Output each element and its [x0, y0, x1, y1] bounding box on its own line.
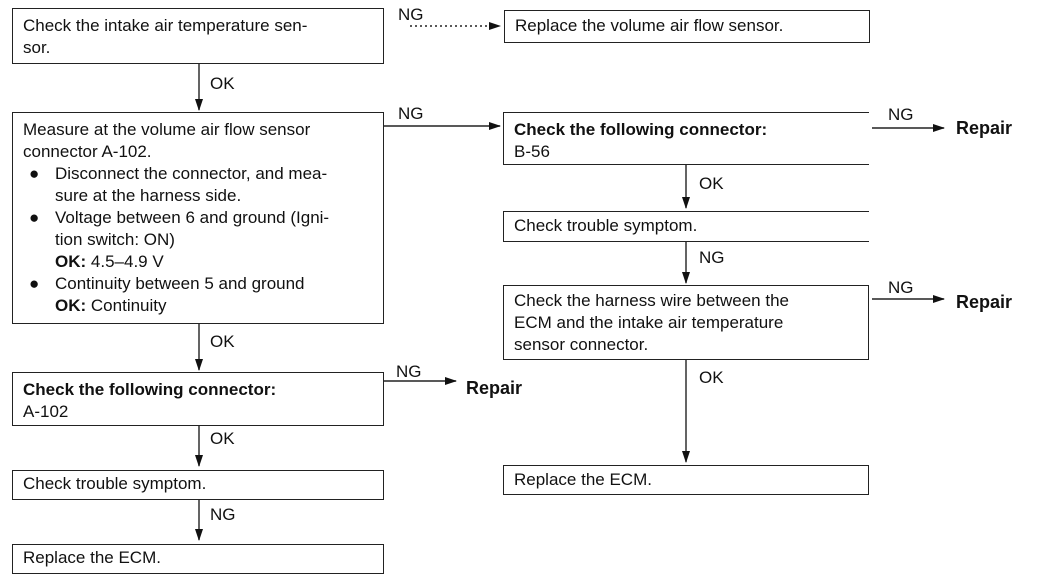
- b4-title: Check the following connector:: [23, 380, 277, 399]
- bullet-icon: ●: [29, 164, 40, 183]
- label-ng-b5: NG: [210, 505, 236, 524]
- b3-bullet-2: ● Voltage between 6 and ground (Igni- ti…: [23, 207, 373, 251]
- repair-b4: Repair: [466, 378, 523, 398]
- box-check-intake-air-temp-sensor: Check the intake air temperature sen- so…: [12, 8, 384, 64]
- label-ok-b7: OK: [699, 174, 724, 193]
- box-check-connector-b56: Check the following connector: B-56: [503, 112, 869, 165]
- box-check-trouble-symptom-right: Check trouble symptom.: [503, 211, 869, 242]
- label-ok-b4: OK: [210, 429, 235, 448]
- b7-sub: B-56: [514, 142, 550, 161]
- label-ok-b3: OK: [210, 332, 235, 351]
- repair-b9: Repair: [956, 292, 1013, 312]
- box-replace-ecm-left: Replace the ECM.: [12, 544, 384, 574]
- b7-title: Check the following connector:: [514, 120, 768, 139]
- b3-line1: Measure at the volume air flow sensor: [23, 120, 311, 139]
- b3-bullet-1-text: Disconnect the connector, and mea- sure …: [55, 164, 328, 205]
- bullet-icon: ●: [29, 208, 40, 227]
- label-ok-b1: OK: [210, 74, 235, 93]
- box-replace-volume-air-flow-sensor: Replace the volume air flow sensor.: [504, 10, 870, 43]
- box-check-connector-a102: Check the following connector: A-102: [12, 372, 384, 426]
- ok-value: 4.5–4.9 V: [90, 252, 164, 271]
- ok-label: OK:: [55, 252, 87, 271]
- b3-bullet-3-text: Continuity between 5 and ground: [55, 274, 305, 293]
- ok-value: Continuity: [90, 296, 167, 315]
- bullet-icon: ●: [29, 274, 40, 293]
- b3-bullet-2-text: Voltage between 6 and ground (Igni- tion…: [55, 208, 330, 249]
- b3-line2: connector A-102.: [23, 142, 152, 161]
- box-measure-volume-air-flow-connector: Measure at the volume air flow sensor co…: [12, 112, 384, 324]
- label-ng-b9: NG: [888, 278, 914, 297]
- box-check-trouble-symptom-left: Check trouble symptom.: [12, 470, 384, 500]
- repair-b7: Repair: [956, 118, 1013, 138]
- b3-bullet-3: ● Continuity between 5 and ground: [23, 273, 373, 295]
- b3-ok-voltage: OK: 4.5–4.9 V: [23, 251, 373, 273]
- label-ng-b4: NG: [396, 362, 422, 381]
- label-ng-b7: NG: [888, 105, 914, 124]
- b3-bullet-1: ● Disconnect the connector, and mea- sur…: [23, 163, 373, 207]
- b4-sub: A-102: [23, 402, 69, 421]
- ok-label: OK:: [55, 296, 87, 315]
- box-check-harness-wire: Check the harness wire between the ECM a…: [503, 285, 869, 360]
- label-ng-b8: NG: [699, 248, 725, 267]
- label-ng-b3: NG: [398, 104, 424, 123]
- label-ok-b9: OK: [699, 368, 724, 387]
- box-replace-ecm-right: Replace the ECM.: [503, 465, 869, 495]
- label-ng-b1: NG: [398, 5, 424, 24]
- b3-ok-continuity: OK: Continuity: [23, 295, 373, 317]
